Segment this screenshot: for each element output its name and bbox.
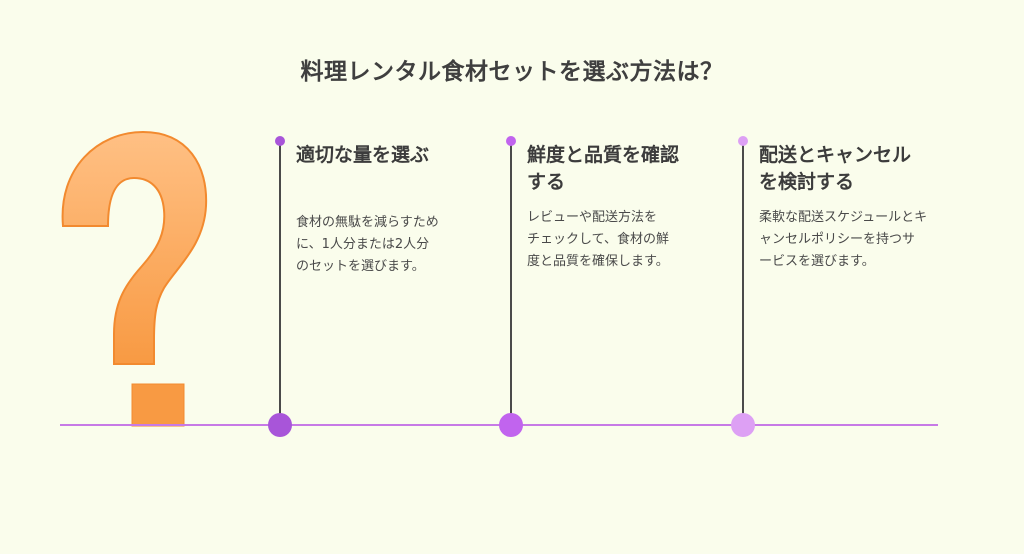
step-2-title: 鮮度と品質を確認 する: [527, 142, 727, 196]
step-1-desc-line-2: に、1人分または2人分: [296, 237, 430, 252]
step-3-title: 配送とキャンセル を検討する: [759, 142, 959, 196]
step-1-title: 適切な量を選ぶ: [296, 142, 496, 169]
page-title: 料理レンタル食材セットを選ぶ方法は？: [300, 59, 724, 85]
step-1-node: [268, 413, 292, 437]
step-3-title-line-1: 配送とキャンセル: [759, 144, 912, 166]
step-3-title-line-2: を検討する: [759, 171, 855, 193]
step-2-description: レビューや配送方法を チェックして、食材の鮮 度と品質を確保します。: [527, 207, 727, 273]
step-2-desc-line-2: チェックして、食材の鮮: [527, 232, 669, 247]
step-3-top-dot: [738, 136, 748, 146]
step-2-title-line-2: する: [527, 171, 566, 193]
question-mark-icon: [61, 130, 208, 427]
step-1-desc-line-3: のセットを選びます。: [296, 259, 425, 274]
step-1-desc-line-1: 食材の無駄を減らすため: [296, 215, 439, 230]
step-3-desc-line-3: ービスを選びます。: [759, 254, 875, 269]
step-2-desc-line-1: レビューや配送方法を: [527, 210, 658, 225]
step-2-desc-line-3: 度と品質を確保します。: [527, 254, 669, 269]
step-3-desc-line-2: ャンセルポリシーを持つサ: [759, 232, 916, 247]
step-2-node: [499, 413, 523, 437]
step-3-desc-line-1: 柔軟な配送スケジュールとキ: [759, 210, 928, 225]
step-1-title-line-1: 適切な量を選ぶ: [296, 144, 430, 166]
step-1-description: 食材の無駄を減らすため に、1人分または2人分 のセットを選びます。: [296, 212, 496, 278]
step-2-top-dot: [506, 136, 516, 146]
step-3-description: 柔軟な配送スケジュールとキ ャンセルポリシーを持つサ ービスを選びます。: [759, 207, 989, 273]
step-1-top-dot: [275, 136, 285, 146]
step-3-node: [731, 413, 755, 437]
step-2-title-line-1: 鮮度と品質を確認: [527, 144, 680, 166]
